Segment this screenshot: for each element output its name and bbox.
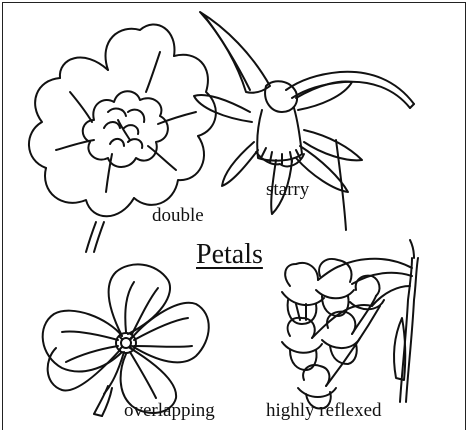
highly-reflexed-flower-drawing	[282, 240, 418, 408]
page-title: Petals	[196, 241, 263, 269]
overlapping-flower-drawing	[43, 264, 209, 416]
label-highly-reflexed: highly reflexed	[266, 401, 382, 420]
label-starry: starry	[266, 180, 309, 199]
label-overlapping: overlapping	[124, 401, 215, 420]
label-double: double	[152, 206, 204, 225]
